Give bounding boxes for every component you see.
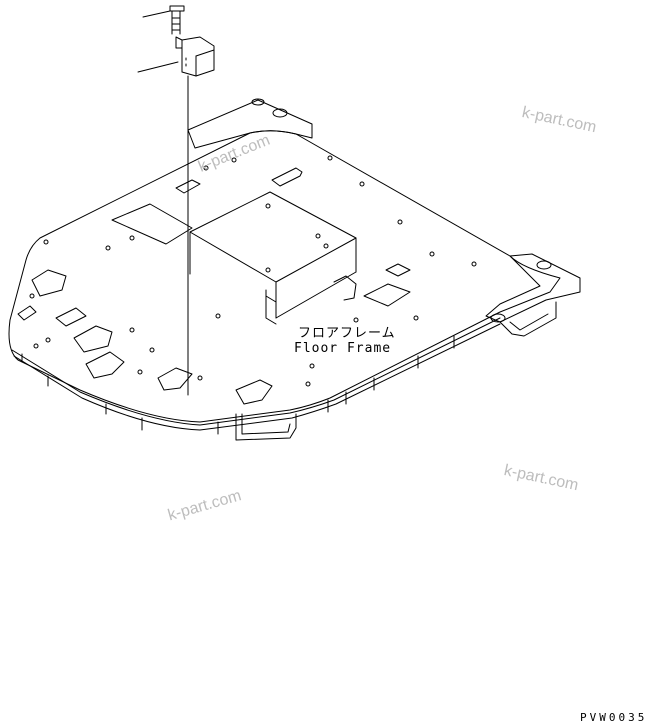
drawing-code: PVW0035 [580, 711, 648, 724]
right-rail [485, 253, 581, 337]
bolt-leader-line [142, 10, 171, 18]
plate-openings [17, 179, 411, 405]
plate-holes [29, 155, 477, 387]
bracket-leader-line [137, 61, 179, 73]
bracket-part [175, 36, 215, 77]
box-handle [271, 167, 303, 187]
center-box [189, 191, 357, 325]
box-flap [111, 203, 193, 245]
front-handle [235, 413, 297, 441]
bottom-brackets [21, 335, 455, 435]
part-label-japanese: フロアフレーム [298, 326, 396, 341]
rear-rail [187, 98, 313, 149]
part-label-english: Floor Frame [294, 341, 392, 356]
floor-plate [8, 130, 561, 431]
bolt-part [169, 5, 185, 35]
